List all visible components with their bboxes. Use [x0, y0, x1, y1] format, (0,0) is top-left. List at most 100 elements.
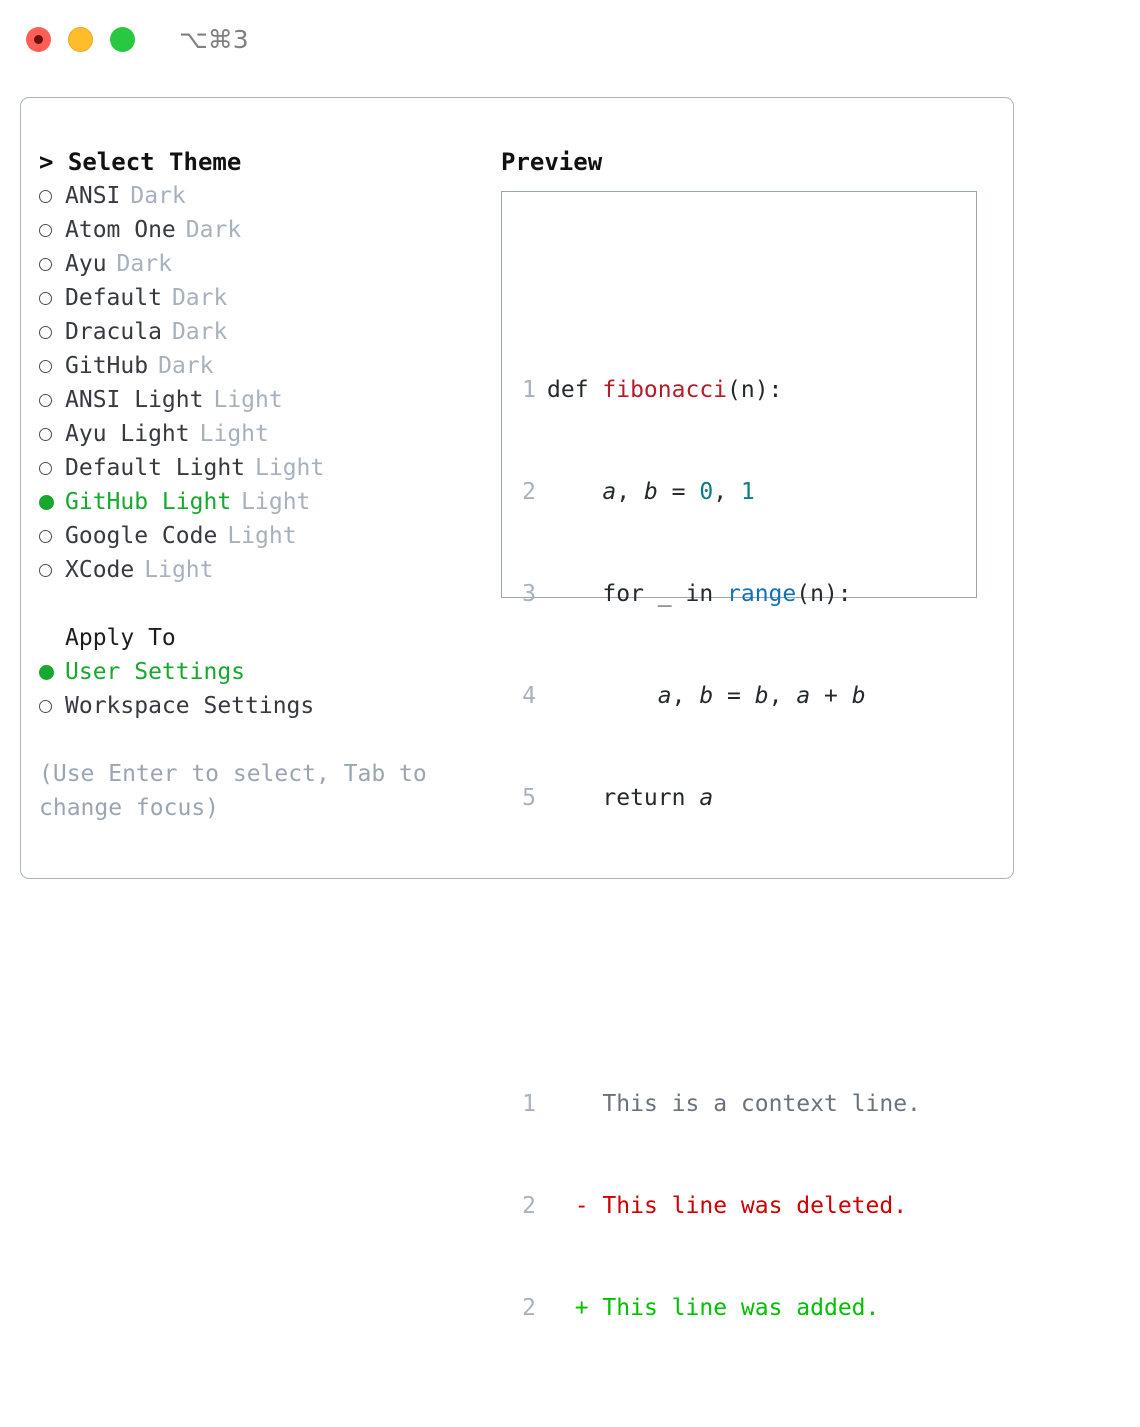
- theme-option-default[interactable]: Default Dark: [39, 281, 479, 315]
- select-theme-header: > Select Theme: [39, 148, 242, 176]
- diff-line-added: 2 + This line was added.: [514, 1291, 921, 1325]
- preview-header: Preview: [501, 148, 603, 176]
- theme-option-tag: Light: [227, 523, 297, 549]
- radio-unselected-icon[interactable]: [39, 179, 65, 213]
- theme-option-tag: Dark: [158, 353, 214, 379]
- diff-body: This line was added.: [602, 1295, 880, 1321]
- theme-option-ayu-light[interactable]: Ayu Light Light: [39, 417, 479, 451]
- radio-unselected-icon[interactable]: [39, 281, 65, 315]
- apply-to-option-user-settings[interactable]: User Settings: [39, 655, 479, 689]
- theme-option-label: Dracula: [65, 319, 162, 345]
- close-button-icon[interactable]: [26, 26, 51, 52]
- diff-sign: [575, 1091, 589, 1117]
- theme-option-google-code[interactable]: Google Code Light: [39, 519, 479, 553]
- code-line: 1 def fibonacci(n):: [514, 373, 921, 407]
- diff-sign: +: [574, 1295, 589, 1321]
- theme-option-default-light[interactable]: Default Light Light: [39, 451, 479, 485]
- radio-unselected-icon[interactable]: [39, 315, 65, 349]
- theme-option-tag: Dark: [185, 217, 242, 243]
- code-line: 4 a, b = b, a + b: [514, 679, 921, 713]
- title-bar: ⌥⌘3: [0, 0, 1140, 78]
- theme-option-label: Ayu: [65, 251, 107, 277]
- apply-to-option-label: Workspace Settings: [65, 693, 315, 719]
- line-number: 2: [522, 1193, 536, 1219]
- theme-option-xcode[interactable]: XCode Light: [39, 553, 479, 587]
- code-line-text: def fibonacci(n):: [547, 377, 783, 403]
- radio-selected-icon[interactable]: [39, 655, 65, 689]
- theme-option-github-light[interactable]: GitHub Light Light: [39, 485, 479, 519]
- diff-body: This line was deleted.: [602, 1193, 908, 1219]
- apply-to-header: Apply To: [65, 625, 176, 651]
- radio-selected-icon[interactable]: [39, 485, 65, 519]
- theme-option-atom-one[interactable]: Atom One Dark: [39, 213, 479, 247]
- line-number: 2: [522, 1295, 536, 1321]
- list-gap-spacer: [39, 587, 479, 621]
- theme-option-tag: Dark: [171, 319, 228, 345]
- code-line-text: a, b = b, a + b: [657, 683, 866, 709]
- maximize-button-icon[interactable]: [110, 26, 135, 52]
- theme-option-tag: Light: [255, 455, 325, 481]
- theme-option-dracula[interactable]: Dracula Dark: [39, 315, 479, 349]
- code-line-text: for _ in range(n):: [602, 581, 852, 607]
- radio-unselected-icon[interactable]: [39, 519, 65, 553]
- radio-unselected-icon[interactable]: [39, 349, 65, 383]
- code-line-text: a, b = 0, 1: [602, 479, 755, 505]
- keyboard-hint-text: (Use Enter to select, Tab to change focu…: [39, 761, 427, 821]
- radio-unselected-icon[interactable]: [39, 689, 65, 723]
- theme-option-label: GitHub: [65, 353, 149, 379]
- radio-unselected-icon[interactable]: [39, 553, 65, 587]
- theme-option-github[interactable]: GitHub Dark: [39, 349, 479, 383]
- preview-column: Preview 1 def fibonacci(n): 2 a, b = 0, …: [501, 145, 1001, 1321]
- code-line-text: return a: [602, 785, 714, 811]
- code-blank-line: [514, 917, 921, 951]
- theme-option-label: Google Code: [65, 523, 218, 549]
- code-line: 3 for _ in range(n):: [514, 577, 921, 611]
- theme-option-tag: Light: [144, 557, 214, 583]
- apply-to-option-workspace-settings[interactable]: Workspace Settings: [39, 689, 479, 723]
- theme-option-tag: Dark: [116, 251, 172, 277]
- diff-sign: -: [574, 1193, 589, 1219]
- hint-gap-spacer: [39, 723, 479, 757]
- theme-option-label: Default Light: [65, 455, 246, 481]
- theme-option-label: Atom One: [65, 217, 176, 243]
- radio-unselected-icon[interactable]: [39, 247, 65, 281]
- apply-to-option-label: User Settings: [65, 659, 246, 685]
- diff-line-text: This is a context line.: [536, 1087, 921, 1121]
- theme-selection-column: > Select Theme ANSI Dark Atom One Dark A…: [39, 145, 479, 825]
- theme-option-ansi-light[interactable]: ANSI Light Light: [39, 383, 479, 417]
- diff-line-context: 1 This is a context line.: [514, 1087, 921, 1121]
- theme-option-label: GitHub Light: [65, 489, 232, 515]
- radio-unselected-icon[interactable]: [39, 451, 65, 485]
- traffic-light-buttons: [26, 26, 135, 52]
- theme-option-ansi[interactable]: ANSI Dark: [39, 179, 479, 213]
- minimize-button-icon[interactable]: [68, 26, 93, 52]
- theme-option-label: ANSI Light: [65, 387, 204, 413]
- theme-option-tag: Dark: [171, 285, 228, 311]
- diff-line-text: - This line was deleted.: [536, 1189, 907, 1223]
- main-panel: > Select Theme ANSI Dark Atom One Dark A…: [20, 97, 1014, 1321]
- theme-option-label: XCode: [65, 557, 135, 583]
- line-number: 5: [522, 785, 536, 811]
- line-number: 2: [522, 479, 536, 505]
- diff-line-text: + This line was added.: [536, 1291, 880, 1325]
- keyboard-shortcut-label: ⌥⌘3: [179, 24, 249, 54]
- radio-unselected-icon[interactable]: [39, 383, 65, 417]
- code-line: 5 return a: [514, 781, 921, 815]
- line-number: 4: [522, 683, 536, 709]
- theme-option-label: ANSI: [65, 183, 121, 209]
- theme-option-tag: Light: [199, 421, 269, 447]
- diff-line-deleted: 2 - This line was deleted.: [514, 1189, 921, 1223]
- radio-unselected-icon[interactable]: [39, 213, 65, 247]
- app-window: ⌥⌘3 > Select Theme ANSI Dark Atom One Da…: [0, 0, 1140, 934]
- radio-unselected-icon[interactable]: [39, 417, 65, 451]
- code-line: 2 a, b = 0, 1: [514, 475, 921, 509]
- preview-code-area: 1 def fibonacci(n): 2 a, b = 0, 1 3 for …: [514, 237, 921, 1427]
- theme-option-tag: Dark: [130, 183, 186, 209]
- line-number: 3: [522, 581, 536, 607]
- preview-box: 1 def fibonacci(n): 2 a, b = 0, 1 3 for …: [501, 191, 977, 1321]
- diff-body: This is a context line.: [602, 1091, 921, 1117]
- theme-option-label: Default: [65, 285, 162, 311]
- theme-option-ayu[interactable]: Ayu Dark: [39, 247, 479, 281]
- theme-option-tag: Light: [213, 387, 283, 413]
- theme-option-tag: Light: [241, 489, 311, 515]
